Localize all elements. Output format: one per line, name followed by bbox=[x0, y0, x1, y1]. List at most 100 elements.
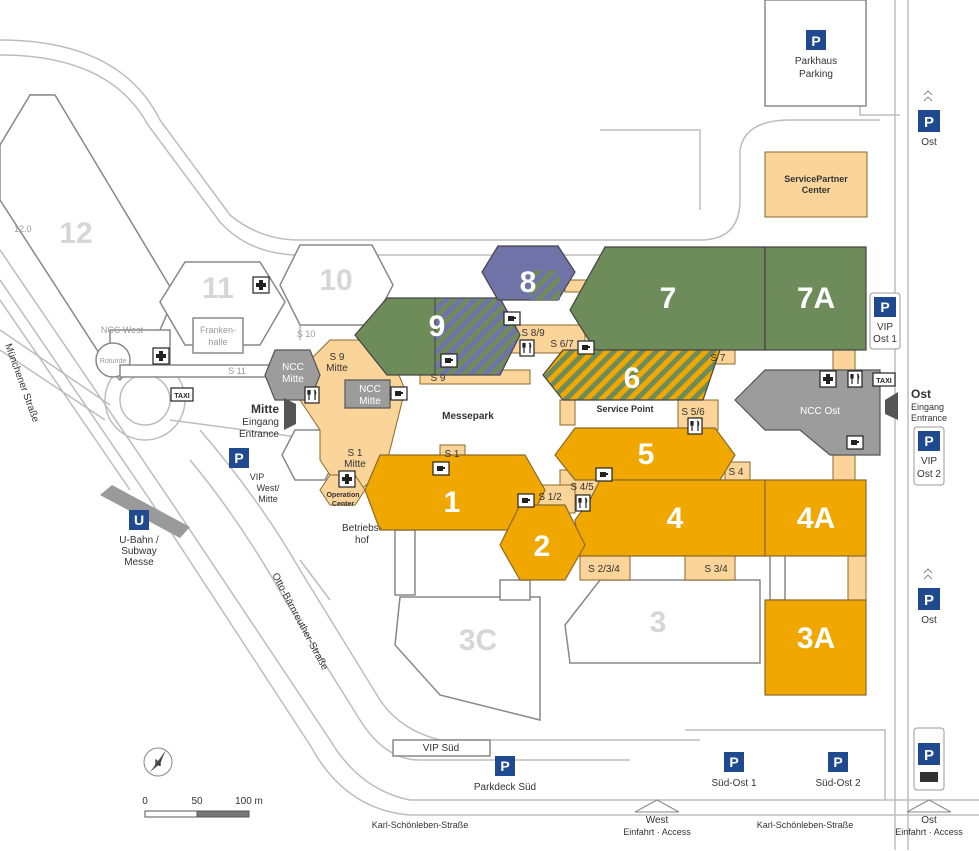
entrance-mitte[interactable]: Mitte Eingang Entrance bbox=[239, 398, 296, 440]
passage-s1: S 1 bbox=[444, 449, 459, 460]
frankenhalle-label-2: halle bbox=[208, 337, 227, 347]
parking-icon bbox=[828, 752, 848, 772]
north-label: N bbox=[155, 758, 162, 768]
entrance-mitte-title: Mitte bbox=[251, 402, 279, 416]
parking-icon bbox=[918, 431, 940, 451]
ncc-mitte2-label-1: NCC bbox=[359, 384, 381, 395]
vip-west-label-3: Mitte bbox=[258, 494, 278, 504]
svg-text:P: P bbox=[924, 747, 934, 764]
outline-buildings bbox=[0, 0, 867, 757]
hall-8-label: 8 bbox=[520, 266, 537, 299]
svg-text:P: P bbox=[500, 758, 509, 774]
access-west-label-2: Einfahrt · Access bbox=[623, 827, 691, 837]
svg-text:P: P bbox=[880, 299, 889, 315]
passage-s11: S 11 bbox=[228, 366, 246, 376]
subway-icon bbox=[129, 510, 149, 530]
halls bbox=[264, 245, 881, 696]
passage-s1-mitte-2: Mitte bbox=[344, 459, 366, 470]
svg-text:TAXI: TAXI bbox=[174, 393, 189, 400]
passage-s3-4: S 3/4 bbox=[704, 564, 728, 575]
vip-ost2-label-2: Ost 2 bbox=[917, 469, 941, 480]
svg-text:P: P bbox=[924, 114, 934, 131]
access-west[interactable]: West Einfahrt · Access bbox=[623, 799, 691, 837]
parking-sued-ost1[interactable]: P Süd-Ost 1 bbox=[711, 752, 757, 789]
servicepartner-label-2: Center bbox=[802, 185, 831, 195]
parking-vip-west[interactable]: P VIP West/ Mitte bbox=[229, 448, 280, 504]
passage-s8-9: S 8/9 bbox=[521, 328, 545, 339]
restaurant-icon bbox=[687, 417, 703, 435]
restaurant-icon bbox=[304, 386, 320, 404]
subway-station[interactable]: U U-Bahn / Subway Messe bbox=[100, 485, 190, 568]
svg-text:TAXI: TAXI bbox=[876, 378, 891, 385]
hall-2-label: 2 bbox=[534, 530, 551, 563]
building-labels: NCC Mitte NCC Mitte NCC Ost NCC West Fra… bbox=[14, 174, 848, 546]
compass-icon: N bbox=[143, 747, 173, 777]
access-ost[interactable]: Ost Einfahrt · Access bbox=[895, 799, 963, 837]
parking-icon bbox=[724, 752, 744, 772]
cafe-icon bbox=[846, 435, 864, 450]
scale-bar: 0 50 100 m bbox=[142, 796, 263, 818]
parkhaus-label-1: Parkhaus bbox=[795, 56, 837, 67]
restaurant-icon bbox=[847, 370, 863, 388]
passage-s6-7: S 6/7 bbox=[550, 339, 574, 350]
passage-s7: S 7 bbox=[710, 353, 725, 364]
hall-4-label: 4 bbox=[667, 502, 684, 535]
entrance-ost[interactable]: Ost Eingang Entrance bbox=[885, 387, 947, 423]
taxi-icon: TAXI bbox=[170, 387, 194, 402]
svg-text:P: P bbox=[811, 33, 820, 49]
parkhaus-label-2: Parking bbox=[799, 69, 833, 80]
hall-numbers: 9 8 7 7A 6 5 4 4A 1 2 3A 3C 3 10 11 12 bbox=[59, 217, 835, 657]
first-aid-icon bbox=[819, 370, 837, 388]
messepark-label: Messepark bbox=[442, 411, 494, 422]
passage-labels: S 9 Mitte S 1 Mitte S 9 S 8/9 S 6/7 S 7 … bbox=[228, 328, 744, 575]
parkhaus-marker[interactable]: P Parkhaus Parking bbox=[795, 30, 837, 80]
cafe-icon bbox=[432, 461, 450, 476]
hall-7a-label: 7A bbox=[797, 282, 835, 315]
entrance-ost-title: Ost bbox=[911, 387, 931, 401]
parking-vip-ost1[interactable]: P VIP Ost 1 bbox=[869, 292, 901, 350]
parking-bus[interactable]: P bbox=[913, 727, 945, 791]
parking-ost-mid[interactable]: P Ost bbox=[918, 568, 940, 626]
betriebshof-label-1: Betriebs- bbox=[342, 523, 382, 534]
subway-label-3: Messe bbox=[124, 557, 154, 568]
hall-7-label: 7 bbox=[660, 282, 677, 315]
svg-text:P: P bbox=[234, 450, 243, 466]
parking-vip-ost2[interactable]: P VIP Ost 2 bbox=[913, 426, 945, 486]
cafe-icon bbox=[517, 493, 535, 508]
entrance-ost-line1: Eingang bbox=[911, 402, 944, 412]
hall-6-label: 6 bbox=[624, 362, 641, 395]
cafe-icon bbox=[390, 386, 408, 401]
parking-icon bbox=[874, 297, 896, 317]
hall-6-shape bbox=[542, 349, 721, 401]
svg-text:P: P bbox=[729, 754, 738, 770]
scale-label-50: 50 bbox=[191, 796, 203, 807]
parking-garage-icon bbox=[495, 756, 515, 776]
entrance-mitte-line2: Entrance bbox=[239, 429, 279, 440]
access-ost-label-2: Einfahrt · Access bbox=[895, 827, 963, 837]
hall-9-label: 9 bbox=[429, 310, 446, 343]
taxi-icon: TAXI bbox=[872, 372, 896, 387]
scale-label-0: 0 bbox=[142, 796, 148, 807]
parking-ost-top[interactable]: P Ost bbox=[918, 90, 940, 148]
rotunde-label: Rotunde bbox=[100, 358, 127, 365]
passage-s9-mitte-2: Mitte bbox=[326, 363, 348, 374]
hall-4a-shape bbox=[764, 479, 867, 557]
parking-parkdeck-sued[interactable]: P Parkdeck Süd bbox=[474, 756, 536, 793]
parking-sued-ost2[interactable]: P Süd-Ost 2 bbox=[815, 752, 861, 789]
facility-icons: TAXI TAXI bbox=[152, 276, 896, 512]
ncc-mitte-label-1: NCC bbox=[282, 362, 304, 373]
parking-icon bbox=[229, 448, 249, 468]
passage-s5-6: S 5/6 bbox=[681, 407, 705, 418]
vip-west-label-1: VIP bbox=[250, 472, 265, 482]
passage-s2-3-4: S 2/3/4 bbox=[588, 564, 620, 575]
street-karl-right: Karl-Schönleben-Straße bbox=[757, 820, 854, 830]
cafe-icon bbox=[595, 467, 613, 482]
parking-icon bbox=[918, 110, 940, 132]
ncc-west-label: NCC West bbox=[101, 325, 144, 335]
vip-sued-area bbox=[392, 739, 491, 757]
entrance-arrow-icon bbox=[284, 398, 296, 430]
passage-s9-mitte-1: S 9 bbox=[329, 352, 344, 363]
parking-markers: P Parkhaus Parking P Ost P VIP Ost 1 P V… bbox=[229, 30, 945, 793]
restaurant-icon bbox=[519, 339, 535, 357]
